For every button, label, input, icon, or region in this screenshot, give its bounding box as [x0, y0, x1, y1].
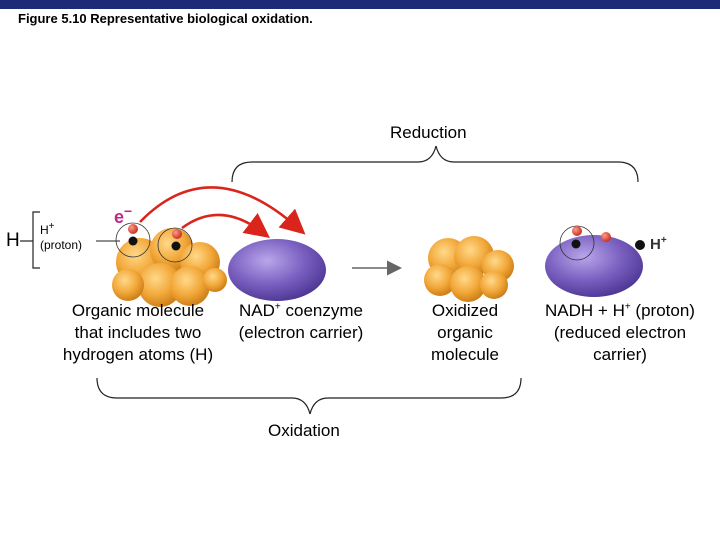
- nad-coenzyme-ellipse: [228, 239, 326, 301]
- electron-sup: −: [124, 203, 133, 219]
- free-proton-label: H+: [650, 234, 667, 256]
- caption-oxidized: Oxidized organic molecule: [415, 300, 515, 366]
- caption-nadh-proton: (proton): [630, 301, 695, 320]
- caption-nadh-name: NADH + H: [545, 301, 625, 320]
- oxidation-brace: [96, 377, 522, 415]
- nadh-electron-dot: [571, 239, 581, 249]
- free-proton-h: H: [650, 236, 661, 253]
- caption-nadh-line3: carrier): [593, 345, 647, 364]
- caption-oxidized-line2: organic: [437, 323, 493, 342]
- hydrogen-orbit-right: [157, 227, 193, 263]
- proton-text: (proton): [40, 238, 83, 252]
- caption-nad: NAD+ coenzyme (electron carrier): [226, 300, 376, 344]
- hydrogen-dot-2: [172, 229, 182, 239]
- caption-oxidized-line1: Oxidized: [431, 301, 499, 320]
- caption-nad-line1: NAD+ coenzyme: [226, 300, 376, 322]
- caption-nadh-line1: NADH + H+ (proton): [530, 300, 710, 322]
- caption-nad-line2: (electron carrier): [238, 323, 364, 342]
- caption-organic-line3: hydrogen atoms (H): [62, 345, 214, 364]
- organic-molecule-blob: [112, 228, 227, 307]
- electron-dot-2: [171, 241, 181, 251]
- caption-nad-name: NAD: [239, 301, 275, 320]
- electron-transfer-arrow-inner: [181, 212, 270, 239]
- figure-title: Figure 5.10 Representative biological ox…: [18, 11, 313, 26]
- free-proton-sup: +: [660, 235, 667, 246]
- proton-label: H+ (proton): [40, 221, 83, 253]
- nadh-hydrogen-dot: [572, 226, 582, 236]
- electron-transfer-arrow-outer: [139, 186, 306, 235]
- caption-nadh-sup: +: [624, 301, 631, 313]
- proton-sup: +: [48, 221, 55, 232]
- caption-nad-sup: +: [274, 301, 281, 313]
- nadh-ellipse: [545, 235, 643, 297]
- h-bracket: [32, 211, 40, 269]
- reduction-brace: [231, 145, 639, 183]
- caption-organic-line2: that includes two: [74, 323, 202, 342]
- caption-organic-molecule: Organic molecule that includes two hydro…: [48, 300, 228, 366]
- caption-nadh-line2: (reduced electron: [553, 323, 687, 342]
- top-bar: [0, 0, 720, 9]
- oxidation-label: Oxidation: [268, 421, 340, 440]
- caption-nadh: NADH + H+ (proton) (reduced electron car…: [530, 300, 710, 366]
- free-proton-dot: [635, 240, 645, 250]
- hydrogen-label: H: [6, 230, 20, 251]
- oxidized-molecule-blob: [424, 236, 514, 302]
- caption-nad-coenzyme: coenzyme: [280, 301, 363, 320]
- electron-label: e−: [114, 203, 133, 228]
- electron-e: e: [114, 207, 125, 227]
- caption-oxidized-line3: molecule: [430, 345, 500, 364]
- proton-h: H: [40, 223, 49, 237]
- nadh-extra-hydrogen-dot: [601, 232, 611, 242]
- reduction-label: Reduction: [390, 123, 467, 142]
- electron-dot: [128, 236, 138, 246]
- hydrogen-orbit-left: [115, 222, 151, 258]
- caption-organic-line1: Organic molecule: [71, 301, 205, 320]
- hydrogen-proton-dot: [128, 224, 138, 234]
